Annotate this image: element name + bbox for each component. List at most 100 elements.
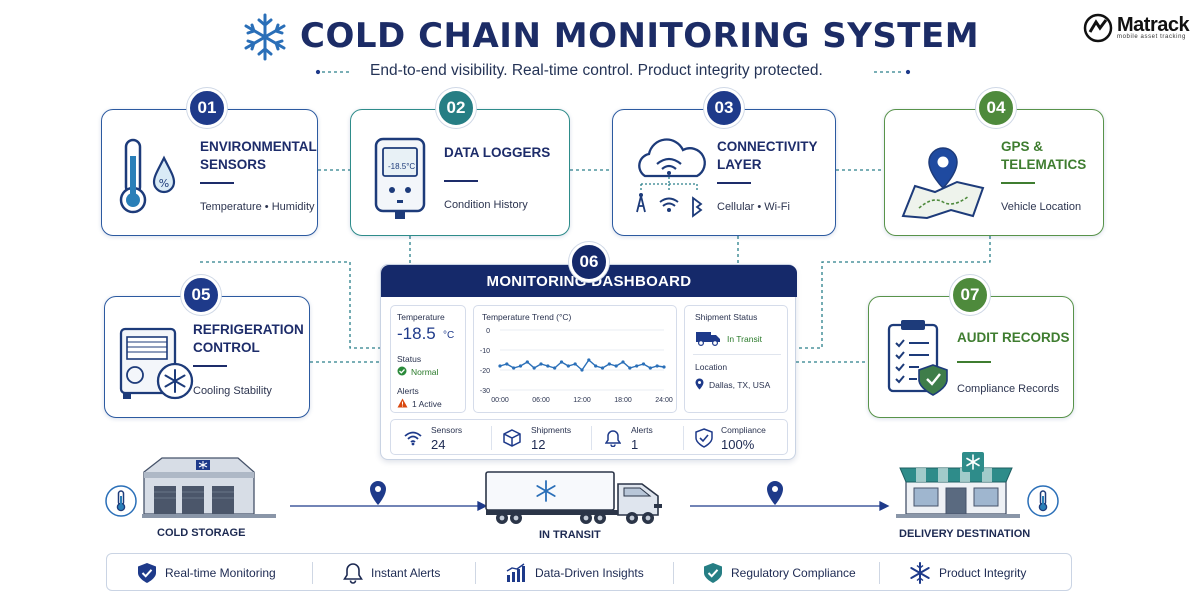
stat-label: Sensors (431, 425, 463, 435)
data-point (607, 362, 611, 366)
data-point (621, 360, 625, 364)
data-point (573, 362, 577, 366)
monitoring-dashboard: MONITORING DASHBOARD Temperature -18.5 °… (380, 264, 797, 460)
step-badge-06: 06 (569, 242, 609, 282)
shield-check-icon (138, 563, 156, 583)
card-divider (444, 180, 478, 182)
shield-check-icon (704, 563, 722, 583)
bar-chart-icon (506, 563, 525, 582)
card-gps-telematics: GPS & TELEMATICS Vehicle Location (884, 109, 1104, 236)
benefit-real-time-monitoring: Real-time Monitoring (137, 554, 276, 592)
data-point (532, 366, 536, 370)
step-badge-01: 01 (187, 88, 227, 128)
stat-divider (683, 426, 684, 450)
data-point (587, 358, 591, 362)
stat-alerts: Alerts 1 (591, 420, 683, 456)
thermometer-humidity-icon: % (119, 138, 176, 214)
truck-icon (696, 332, 720, 346)
stat-label: Shipments (531, 425, 572, 435)
svg-text:%: % (159, 177, 169, 190)
data-point (505, 362, 509, 366)
card-title-line-1: CONNECTIVITY (717, 139, 818, 154)
card-divider (957, 361, 991, 363)
shield-check-icon (695, 428, 713, 448)
cloud-wifi-icon (636, 138, 706, 218)
location-pin-icon (695, 378, 704, 390)
data-point (662, 365, 666, 369)
data-point (498, 364, 502, 368)
stat-shipments: Shipments 12 (491, 420, 591, 456)
temperature-value: -18.5 (397, 324, 436, 343)
card-description: Cooling Stability (193, 385, 272, 397)
benefit-divider (879, 562, 880, 584)
card-divider (717, 182, 751, 184)
card-divider (193, 365, 227, 367)
x-tick-label: 24:00 (655, 397, 673, 404)
thermometer-icon (1027, 485, 1059, 517)
snowflake-icon (910, 562, 930, 584)
stats-row: Sensors 24 Shipments 12 Alerts 1 Complia… (390, 419, 788, 455)
card-title-line-1: REFRIGERATION (193, 322, 304, 337)
data-point (655, 364, 659, 368)
card-divider (200, 182, 234, 184)
benefit-label: Product Integrity (939, 566, 1027, 580)
thermometer-icon (105, 485, 137, 517)
brand-logo: Matrack (1117, 14, 1190, 36)
data-point (641, 362, 646, 366)
x-tick-label: 12:00 (573, 397, 591, 404)
stat-value: 12 (531, 437, 546, 452)
data-point (553, 366, 557, 370)
card-description: Compliance Records (957, 383, 1060, 395)
stage-cold-storage: COLD STORAGE (157, 527, 246, 539)
stat-label: Alerts (631, 425, 653, 435)
location-value: Dallas, TX, USA (709, 380, 771, 390)
card-title-line-2: SENSORS (200, 157, 267, 172)
card-description: Cellular • Wi-Fi (717, 201, 790, 213)
card-description: Temperature • Humidity (200, 201, 315, 213)
card-divider (1001, 182, 1035, 184)
x-tick-label: 06:00 (532, 397, 550, 404)
stage-delivery-destination: DELIVERY DESTINATION (899, 528, 1031, 540)
data-point (512, 366, 516, 370)
data-point (614, 364, 618, 368)
matrack-logo-icon (1083, 13, 1113, 43)
temperature-label: Temperature (397, 312, 445, 322)
step-badge-07: 07 (950, 275, 990, 315)
data-point (566, 364, 570, 368)
data-point (635, 364, 639, 368)
stage-in-transit: IN TRANSIT (539, 529, 601, 541)
panel-divider (693, 354, 781, 355)
benefit-divider (312, 562, 313, 584)
card-title-line-2: LAYER (717, 157, 762, 172)
shipment-status-value: In Transit (727, 334, 762, 344)
temperature-unit: °C (443, 330, 455, 341)
benefit-divider (673, 562, 674, 584)
step-badge-02: 02 (436, 88, 476, 128)
bell-icon (343, 563, 363, 584)
cold-storage-warehouse-icon (142, 457, 276, 518)
bell-icon (605, 430, 621, 447)
card-title-line-1: AUDIT RECORDS (957, 330, 1070, 345)
stat-compliance: Compliance 100% (683, 420, 789, 456)
y-tick-label: 0 (486, 328, 490, 335)
benefit-label: Real-time Monitoring (165, 566, 276, 580)
benefit-label: Regulatory Compliance (731, 566, 856, 580)
page-subtitle: End-to-end visibility. Real-time control… (370, 62, 823, 79)
page-title: COLD CHAIN MONITORING SYSTEM (300, 16, 980, 56)
data-logger-icon (374, 137, 426, 219)
temperature-status-panel: Temperature -18.5 °C Status Normal Alert… (390, 305, 466, 413)
alerts-label: Alerts (397, 386, 419, 396)
check-circle-icon (397, 366, 407, 376)
clipboard-check-icon (887, 320, 948, 396)
benefit-regulatory-compliance: Regulatory Compliance (703, 554, 856, 592)
stat-divider (491, 426, 492, 450)
stat-label: Compliance (721, 425, 766, 435)
card-environmental-sensors: % ENVIRONMENTAL SENSORS Temperature • Hu… (101, 109, 318, 236)
data-point (525, 360, 529, 364)
warning-icon (397, 398, 408, 408)
wifi-icon (404, 431, 422, 446)
snowflake-icon (244, 13, 286, 61)
trend-title: Temperature Trend (°C) (482, 312, 572, 322)
